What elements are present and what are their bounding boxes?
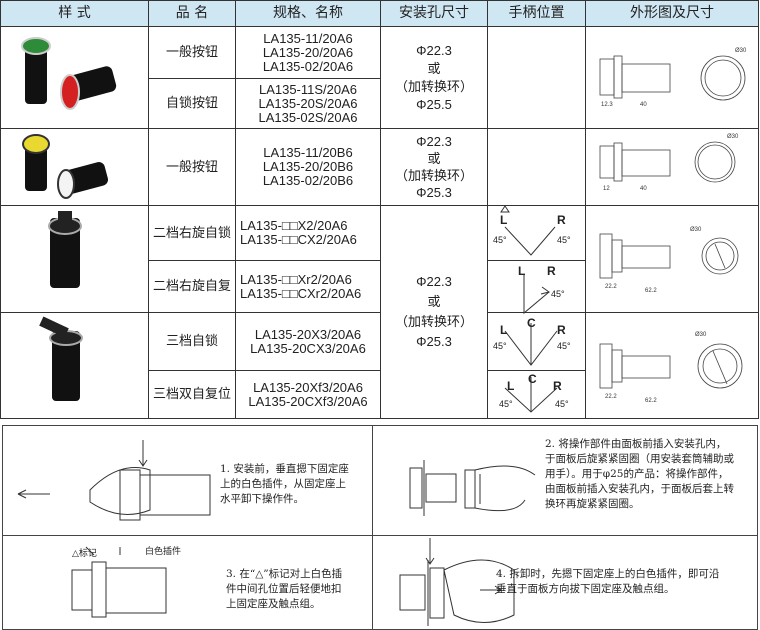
dim-label: Ø30	[695, 332, 707, 338]
handle-label-L: L	[500, 213, 507, 227]
handle-label-C: C	[528, 372, 537, 386]
dim-label: 40	[640, 102, 647, 108]
mount-line: 或	[427, 60, 441, 76]
dim-label: 62.2	[645, 288, 657, 294]
mount-line: Φ25.5	[416, 96, 452, 112]
mount-line: （加转换环）	[394, 78, 473, 94]
handle-label-R: R	[547, 264, 556, 278]
angle: 45°	[551, 289, 565, 299]
spec: LA135-02/20B6	[262, 173, 354, 188]
mount-line: 或	[427, 294, 441, 309]
product-photos	[21, 37, 117, 401]
handle-label-R: R	[557, 323, 566, 337]
mount-line: Φ22.3	[416, 274, 452, 289]
spec: LA135-11/20B6	[263, 145, 353, 160]
name-cell: 三档自锁	[148, 312, 236, 371]
spec: LA135-11S/20A6	[258, 81, 358, 97]
install-note-4: 4. 拆卸时，先摁下固定座上的白色插件，即可沿垂直于面板方向拔下固定座及触点组。	[496, 568, 720, 595]
handle-label-R: R	[553, 379, 562, 393]
angle: 45°	[499, 399, 513, 409]
header-mount: 安装孔尺寸	[380, 0, 488, 27]
name-cell: 三档双自复位	[148, 370, 236, 419]
dim-label: Ø30	[690, 227, 702, 233]
install-note-1: 1. 安装前，垂直摁下固定座上的白色插件，从固定座上水平卸下操作件。	[220, 463, 349, 505]
spec: LA135-02S/20A6	[258, 109, 358, 125]
mount-line: （加转换环）	[394, 168, 473, 183]
handle-cell	[487, 26, 586, 129]
mount-line: 或	[427, 151, 441, 166]
dim-label: 12.3	[601, 102, 613, 108]
dim-label: 12	[603, 186, 610, 192]
angle: 45°	[557, 341, 571, 351]
handle-label-C: C	[527, 316, 536, 330]
handle-label-L: L	[518, 264, 525, 278]
handle-label-L: L	[507, 379, 514, 393]
outline-drawings: Ø30 12.3 40 Ø30 12 40 Ø30 22.2 62.2 Ø30 22.…	[599, 48, 747, 404]
dim-label: Ø30	[727, 134, 739, 140]
name-cell: 一般按钮	[148, 26, 236, 79]
mount-cell: Φ22.3 或 （加转换环） Φ25.5	[380, 26, 488, 129]
white-insert-label: 白色插件	[145, 547, 182, 557]
mount-line: （加转换环）	[394, 314, 473, 329]
spec: LA135-20CXf3/20A6	[248, 393, 368, 409]
header-name: 品 名	[148, 0, 236, 27]
spec: LA135-20S/20A6	[258, 95, 358, 111]
spec: LA135-20/20B6	[262, 159, 354, 174]
spec: LA135-20CX3/20A6	[250, 340, 366, 356]
mark-label: △标记	[72, 549, 97, 559]
header-outline: 外形图及尺寸	[585, 0, 759, 27]
spec: LA135-20/20A6	[262, 44, 354, 60]
mount-line: Φ22.3	[416, 42, 452, 58]
dim-label: 40	[640, 186, 647, 192]
header-spec: 规格、名称	[235, 0, 381, 27]
spec: LA135-□□Xr2/20A6	[240, 271, 352, 287]
spec: LA135-20X3/20A6	[254, 326, 362, 342]
header-handle: 手柄位置	[487, 0, 586, 27]
outline-cell	[585, 312, 759, 419]
handle-label-L: L	[500, 323, 507, 337]
spec: LA135-02/20A6	[262, 58, 354, 74]
handle-cell	[487, 128, 586, 206]
mount-cell: Φ22.3 或 （加转换环） Φ25.3	[380, 205, 488, 419]
divider	[2, 535, 758, 536]
angle: 45°	[557, 235, 571, 245]
spec: LA135-□□CX2/20A6	[240, 232, 357, 247]
spec: LA135-□□X2/20A6	[240, 218, 348, 233]
install-note-2: 2. 将操作部件由面板前插入安装孔内，于面板后旋紧紧固圈（用安装套筒辅助或用手）…	[545, 438, 734, 510]
spec: LA135-□□CXr2/20A6	[240, 285, 362, 301]
dim-label: Ø30	[735, 48, 747, 54]
header-style: 样 式	[0, 0, 149, 27]
mount-line: Φ22.3	[416, 134, 452, 149]
mount-line: Φ25.3	[416, 334, 452, 349]
mount-cell: Φ22.3 或 （加转换环） Φ25.3	[380, 128, 488, 206]
spec: LA135-20Xf3/20A6	[253, 379, 363, 395]
handle-label-R: R	[557, 213, 566, 227]
mount-line: Φ25.3	[416, 185, 452, 200]
angle: 45°	[493, 341, 507, 351]
angle: 45°	[555, 399, 569, 409]
name-cell: 二档右旋自复	[148, 260, 236, 313]
dim-label: 22.2	[605, 284, 617, 290]
divider	[372, 425, 373, 630]
install-note-3: 3. 在“△”标记对上白色插件中间孔位置后轻便地扣上固定座及触点组。	[226, 568, 343, 610]
dim-label: 62.2	[645, 398, 657, 404]
name-cell: 一般按钮	[148, 128, 236, 206]
spec: LA135-11/20A6	[263, 30, 353, 46]
install-drawings	[17, 440, 536, 626]
dim-label: 22.2	[605, 394, 617, 400]
name-cell: 自锁按钮	[148, 78, 236, 129]
name-cell: 二档右旋自锁	[148, 205, 236, 261]
angle: 45°	[493, 235, 507, 245]
